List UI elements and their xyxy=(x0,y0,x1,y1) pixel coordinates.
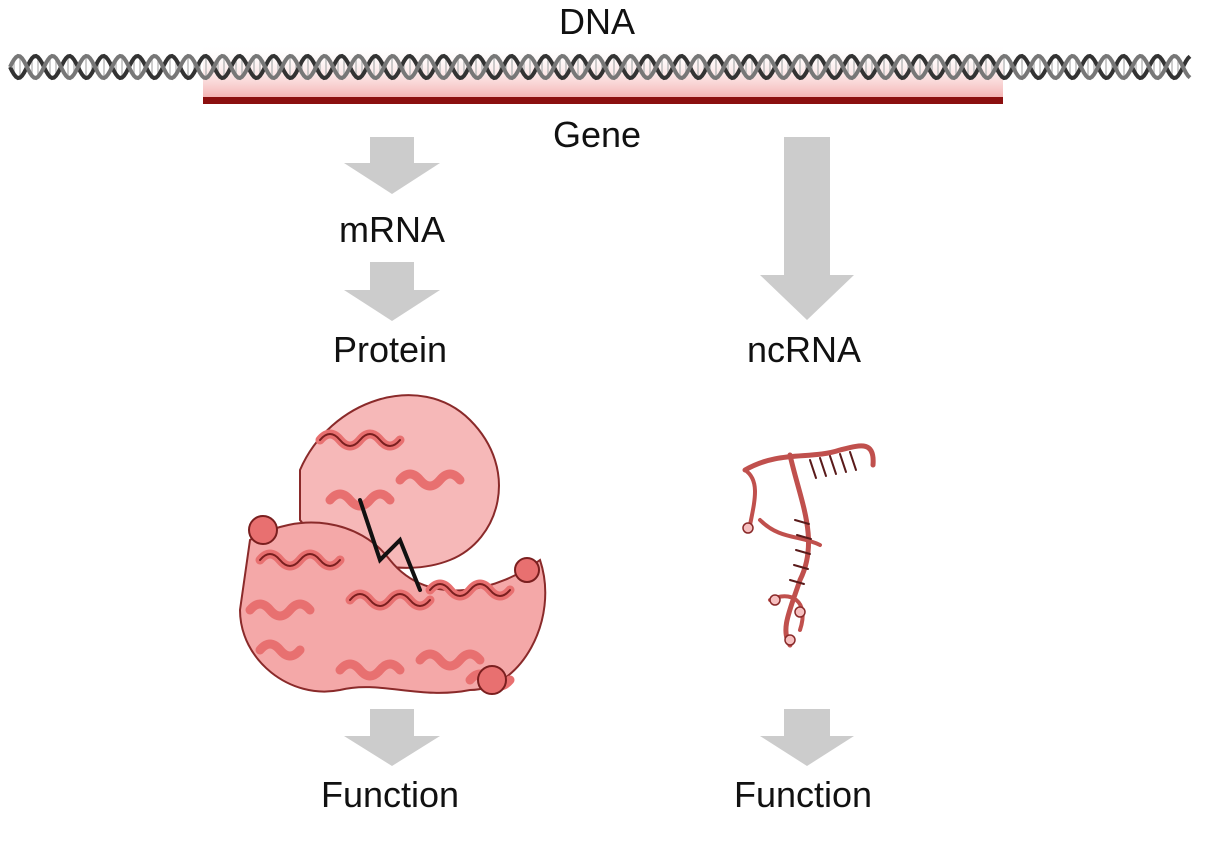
gene-label: Gene xyxy=(552,114,642,155)
protein-label: Protein xyxy=(332,329,448,370)
dna-helix xyxy=(8,53,1192,81)
dna-strand xyxy=(8,53,1192,81)
dna-strand xyxy=(8,53,1192,81)
arrow-protein-to-function xyxy=(344,709,440,766)
function-label-right: Function xyxy=(733,774,873,815)
dna-label: DNA xyxy=(558,1,636,42)
function-label-left: Function xyxy=(320,774,460,815)
arrow-gene-to-ncrna xyxy=(760,137,854,320)
mrna-label: mRNA xyxy=(339,209,445,250)
arrow-gene-to-mrna xyxy=(344,137,440,194)
arrow-mrna-to-protein xyxy=(344,262,440,321)
protein-structure-image xyxy=(238,394,547,695)
arrow-ncrna-to-function xyxy=(760,709,854,766)
gene-bar xyxy=(203,97,1003,104)
ncrna-structure-image xyxy=(742,443,876,648)
ncrna-label: ncRNA xyxy=(746,329,862,370)
